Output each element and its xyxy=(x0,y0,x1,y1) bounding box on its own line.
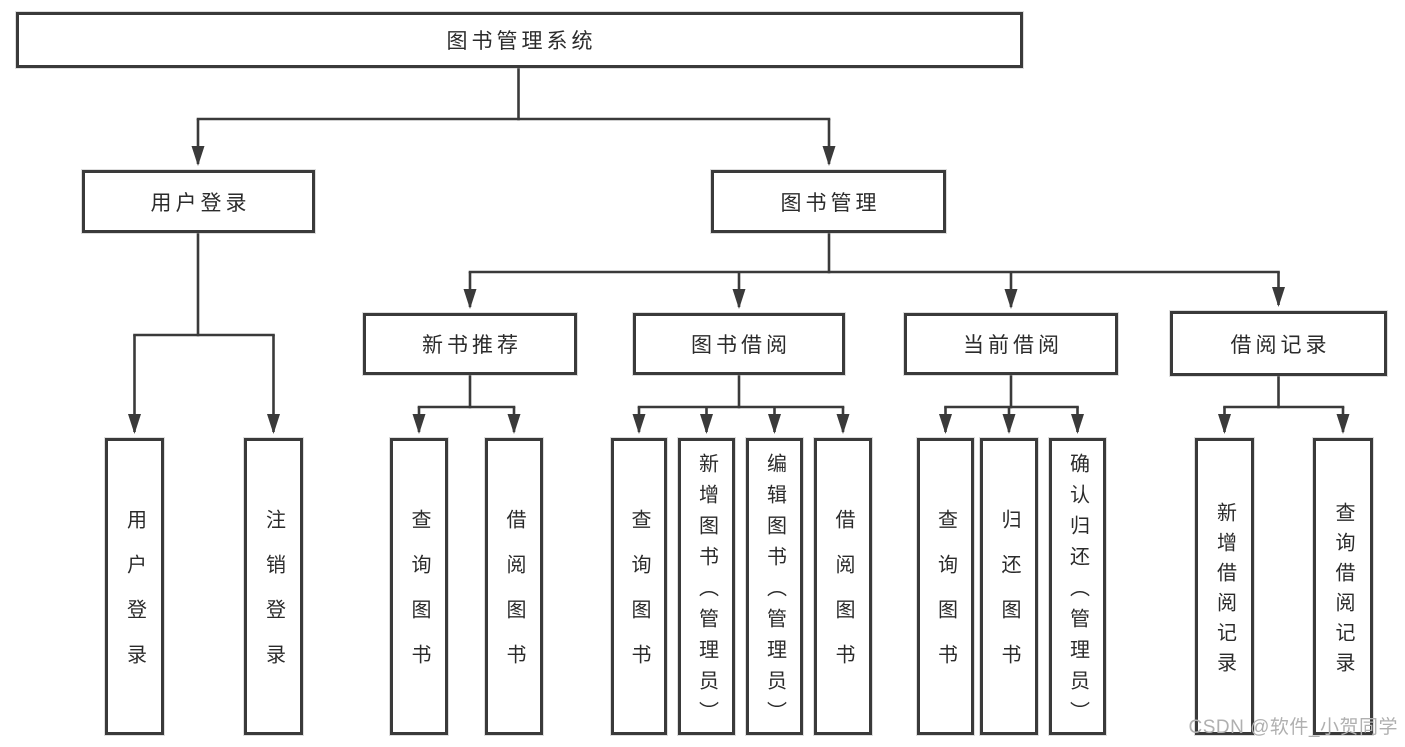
node-book-borrow-label: 图书借阅 xyxy=(691,334,791,357)
connector-book-borrow-children xyxy=(632,373,850,434)
connector-current-borrow-children xyxy=(939,373,1084,434)
leaf-add-borrow-record: 新增借阅记录 xyxy=(1195,438,1254,735)
node-new-book-recommend-label: 新书推荐 xyxy=(422,334,522,357)
connector-new-book-recommend-children xyxy=(412,373,521,434)
leaf-confirm-return-admin-label: 确认归还（管理员） xyxy=(1066,452,1089,732)
leaf-query-books-borrow: 查询图书 xyxy=(611,438,667,735)
leaf-borrow-books-recommend-label: 借阅图书 xyxy=(503,509,525,689)
node-library-system: 图书管理系统 xyxy=(16,12,1023,68)
leaf-edit-book-admin: 编辑图书（管理员） xyxy=(746,438,803,735)
leaf-confirm-return-admin: 确认归还（管理员） xyxy=(1049,438,1106,735)
node-current-borrow-label: 当前借阅 xyxy=(963,334,1063,357)
connector-book-management-children xyxy=(463,231,1285,309)
leaf-edit-book-admin-label: 编辑图书（管理员） xyxy=(763,452,786,732)
leaf-return-books-label: 归还图书 xyxy=(998,509,1020,689)
leaf-query-books-recommend-label: 查询图书 xyxy=(408,509,430,689)
leaf-logout-label: 注销登录 xyxy=(262,509,285,689)
connector-root-to-branches xyxy=(191,66,836,166)
leaf-user-login-label: 用户登录 xyxy=(123,509,146,689)
leaf-query-books-current: 查询图书 xyxy=(917,438,974,735)
leaf-return-books: 归还图书 xyxy=(980,438,1038,735)
watermark: CSDN @软件_小贺同学 xyxy=(1188,717,1398,738)
node-book-management: 图书管理 xyxy=(711,170,946,233)
leaf-query-borrow-record-label: 查询借阅记录 xyxy=(1332,501,1354,682)
node-book-borrow: 图书借阅 xyxy=(633,313,845,375)
connector-user-login-children xyxy=(128,231,280,434)
leaf-query-books-borrow-label: 查询图书 xyxy=(628,509,650,689)
leaf-logout: 注销登录 xyxy=(244,438,303,735)
leaf-query-borrow-record: 查询借阅记录 xyxy=(1313,438,1373,735)
leaf-add-borrow-record-label: 新增借阅记录 xyxy=(1213,501,1236,682)
node-book-management-label: 图书管理 xyxy=(780,191,881,215)
node-current-borrow: 当前借阅 xyxy=(904,313,1118,375)
node-library-system-label: 图书管理系统 xyxy=(446,30,597,53)
node-user-login: 用户登录 xyxy=(82,170,315,233)
node-user-login-label: 用户登录 xyxy=(150,191,251,215)
leaf-add-book-admin-label: 新增图书（管理员） xyxy=(695,452,718,732)
leaf-borrow-books-recommend: 借阅图书 xyxy=(485,438,543,735)
node-borrow-records: 借阅记录 xyxy=(1170,311,1387,376)
leaf-borrow-books-borrow: 借阅图书 xyxy=(814,438,872,735)
leaf-add-book-admin: 新增图书（管理员） xyxy=(678,438,735,735)
leaf-user-login: 用户登录 xyxy=(105,438,164,735)
leaf-query-books-recommend: 查询图书 xyxy=(390,438,448,735)
leaf-query-books-current-label: 查询图书 xyxy=(934,509,957,689)
node-borrow-records-label: 借阅记录 xyxy=(1230,333,1331,357)
node-new-book-recommend: 新书推荐 xyxy=(363,313,577,375)
connector-borrow-records-children xyxy=(1218,374,1350,434)
leaf-borrow-books-borrow-label: 借阅图书 xyxy=(832,509,854,689)
